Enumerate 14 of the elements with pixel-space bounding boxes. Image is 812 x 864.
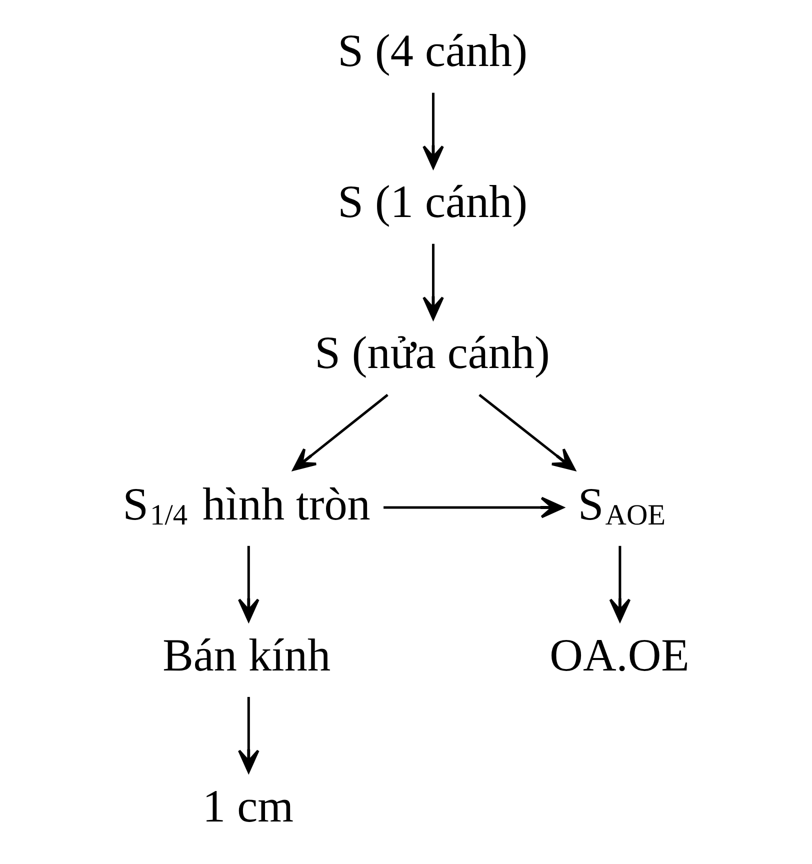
node-text: S (4 cánh) <box>337 25 527 76</box>
arrow <box>478 394 576 471</box>
arrow <box>422 92 444 169</box>
node-text: Bán kính <box>162 629 330 680</box>
node-text: 1 cm <box>202 780 293 832</box>
arrow <box>292 394 388 471</box>
arrow <box>383 496 564 518</box>
node-text: S (1 cánh) <box>337 176 527 228</box>
node-text: OA.OE <box>549 629 689 680</box>
arrow <box>608 546 630 622</box>
arrow <box>422 244 444 320</box>
node-text: S (nửa cánh) <box>314 327 550 378</box>
arrow <box>237 546 259 622</box>
arrow <box>237 696 259 773</box>
